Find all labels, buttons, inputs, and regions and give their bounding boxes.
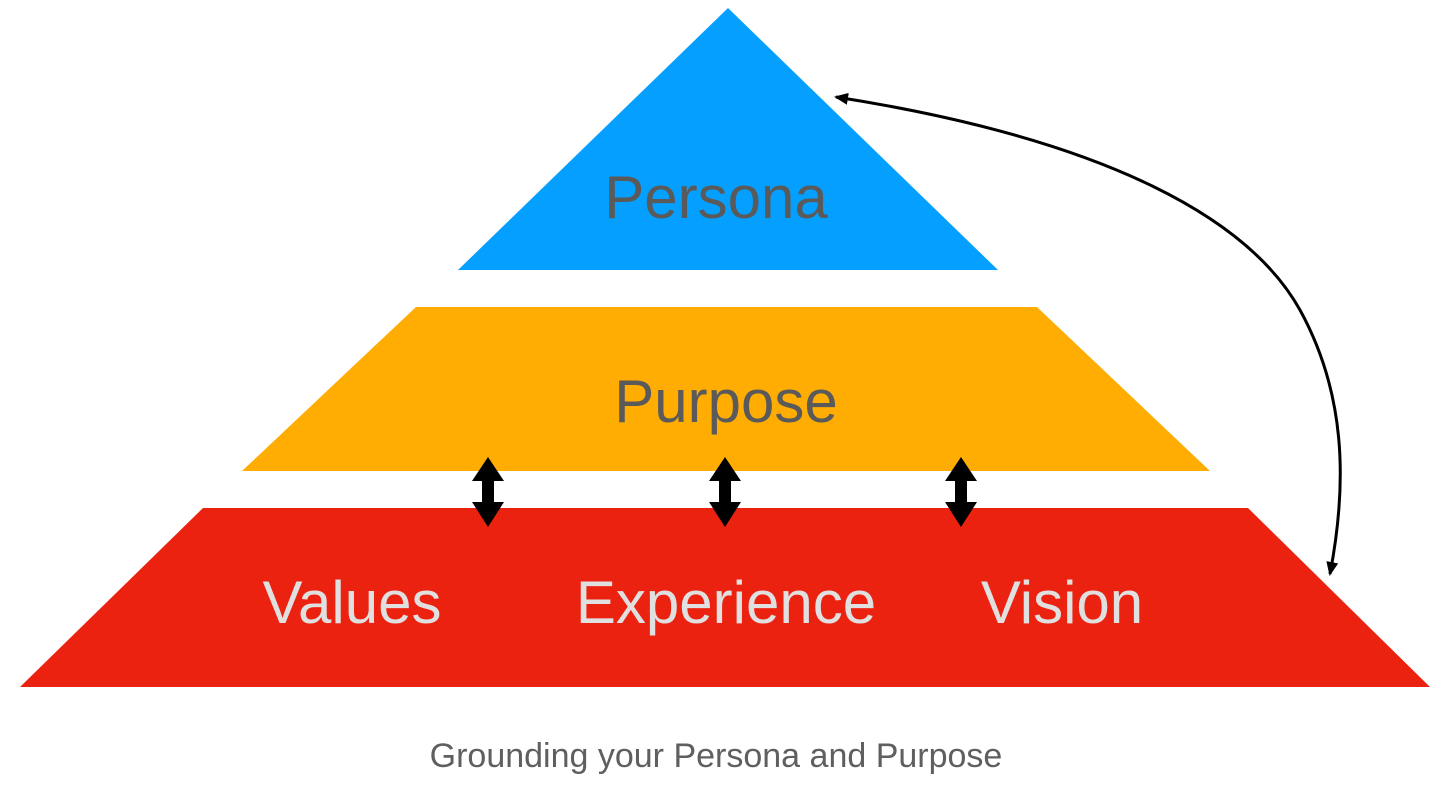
purpose-label: Purpose — [614, 368, 837, 435]
double-arrow-icon — [472, 457, 504, 527]
persona-label: Persona — [604, 164, 828, 231]
experience-label: Experience — [576, 569, 876, 636]
vision-label: Vision — [981, 569, 1143, 636]
feedback-curve-arrow-icon — [834, 92, 1342, 576]
double-arrow-icon — [709, 457, 741, 527]
diagram-caption: Grounding your Persona and Purpose — [430, 737, 1003, 775]
values-label: Values — [262, 569, 441, 636]
